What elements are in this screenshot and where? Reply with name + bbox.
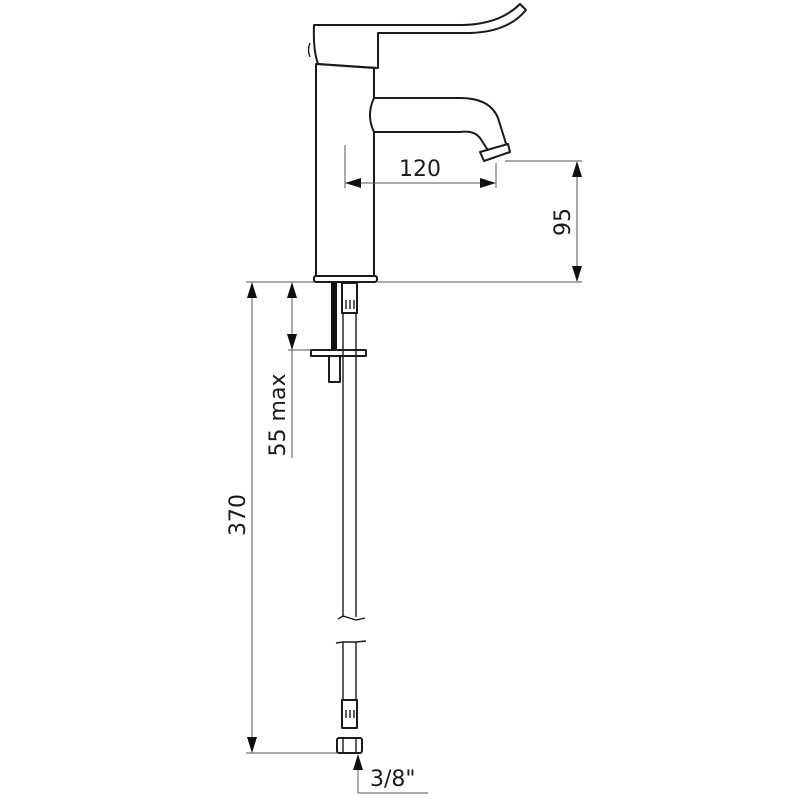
- label-deck-thickness: 55 max: [266, 374, 291, 457]
- lever-handle: [307, 3, 527, 69]
- dimension-spout-height: 95: [378, 160, 582, 283]
- label-hose-length: 370: [226, 494, 251, 536]
- label-spout-height: 95: [551, 208, 576, 236]
- label-spout-reach: 120: [399, 157, 441, 182]
- dimension-deck-thickness: 55 max: [266, 281, 314, 458]
- dimension-hose-length: 370: [226, 281, 337, 754]
- mounting-stud: [310, 283, 367, 383]
- supply-hose: [335, 282, 367, 754]
- label-connection-size: 3/8": [370, 767, 416, 792]
- dimension-spout-reach: 120: [344, 145, 497, 188]
- connection-callout: 3/8": [353, 754, 428, 794]
- spout: [369, 97, 511, 162]
